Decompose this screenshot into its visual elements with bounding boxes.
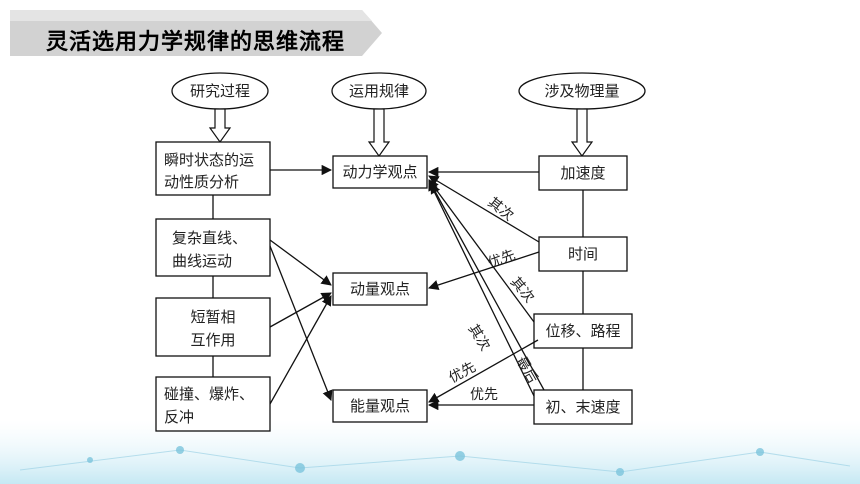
oval-research: 研究过程 xyxy=(171,72,269,110)
box-complex-motion-line1: 复杂直线、 xyxy=(172,229,247,247)
box-time: 时间 xyxy=(538,236,628,272)
box-dynamics: 动力学观点 xyxy=(332,155,428,189)
edge-label-secondary-displacement: 其次 xyxy=(507,274,537,306)
box-momentum: 动量观点 xyxy=(332,272,428,306)
oval-quantities-label: 涉及物理量 xyxy=(544,82,619,100)
box-short-interaction: 短暂相 互作用 xyxy=(155,297,271,357)
hollow-arrow-quantities xyxy=(570,108,594,158)
box-short-interaction-line2: 互作用 xyxy=(190,331,235,349)
box-collision: 碰撞、爆炸、 反冲 xyxy=(155,376,271,432)
arrow-collision-to-momentum xyxy=(269,295,332,405)
box-instant-state-line2: 动性质分析 xyxy=(164,173,239,191)
box-displacement-label: 位移、路程 xyxy=(545,322,620,340)
box-momentum-label: 动量观点 xyxy=(350,280,410,298)
arrow-time-to-dynamics xyxy=(428,175,540,243)
box-energy-label: 能量观点 xyxy=(350,397,410,415)
edge-label-last: 最后 xyxy=(513,354,541,386)
arrow-complex-to-momentum xyxy=(269,239,332,286)
box-displacement: 位移、路程 xyxy=(533,313,633,349)
left-to-center-arrows xyxy=(269,164,333,405)
oval-laws-label: 运用规律 xyxy=(349,82,409,100)
page-title: 灵活选用力学规律的思维流程 xyxy=(46,30,346,55)
right-to-center-arrows xyxy=(427,166,545,411)
box-instant-state-line1: 瞬时状态的运 xyxy=(164,151,254,169)
box-dynamics-label: 动力学观点 xyxy=(342,163,417,181)
box-short-interaction-line1: 短暂相 xyxy=(190,308,235,326)
decorative-network-background xyxy=(0,420,860,484)
oval-laws: 运用规律 xyxy=(331,72,427,110)
box-time-label: 时间 xyxy=(568,245,598,263)
box-energy: 能量观点 xyxy=(332,389,428,423)
arrow-displacement-to-energy xyxy=(428,339,539,403)
hollow-arrow-research xyxy=(208,108,232,144)
box-complex-motion-line2: 曲线运动 xyxy=(172,252,232,270)
edge-label-priority-time: 优先 xyxy=(486,247,518,272)
title-banner: 灵活选用力学规律的思维流程 xyxy=(10,10,382,56)
arrow-short-to-momentum xyxy=(269,292,332,328)
arrow-velocity-to-dynamics-2 xyxy=(430,183,545,391)
box-velocity-label: 初、末速度 xyxy=(545,398,620,416)
banner-shape xyxy=(10,10,382,56)
edge-label-secondary-velocity: 其次 xyxy=(465,322,493,354)
box-velocity: 初、末速度 xyxy=(533,389,633,425)
arrow-displacement-to-dynamics xyxy=(428,179,535,323)
box-collision-line2: 反冲 xyxy=(164,408,194,426)
arrow-time-to-momentum xyxy=(428,251,540,291)
arrow-complex-to-energy xyxy=(269,245,333,401)
oval-research-label: 研究过程 xyxy=(190,82,250,100)
oval-quantities: 涉及物理量 xyxy=(518,72,646,110)
box-complex-motion: 复杂直线、 曲线运动 xyxy=(155,218,271,277)
box-instant-state: 瞬时状态的运 动性质分析 xyxy=(155,141,271,196)
edge-label-secondary-time: 其次 xyxy=(485,195,517,225)
edge-label-priority-velocity: 优先 xyxy=(470,387,498,403)
box-collision-line1: 碰撞、爆炸、 xyxy=(164,385,254,403)
box-acceleration-label: 加速度 xyxy=(560,164,605,182)
hollow-arrow-laws xyxy=(367,108,391,158)
box-acceleration: 加速度 xyxy=(538,155,628,191)
arrow-velocity-to-dynamics xyxy=(428,180,535,397)
